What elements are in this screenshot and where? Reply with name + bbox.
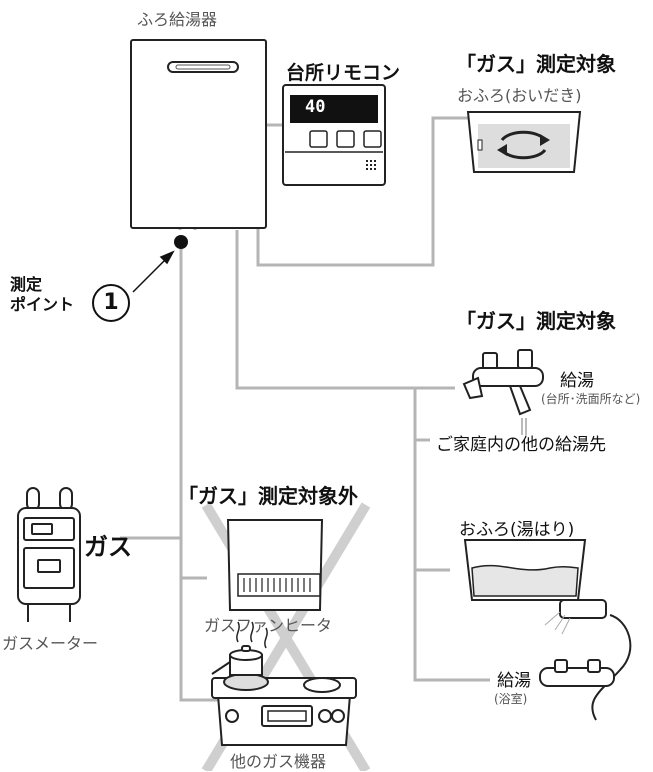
fan-heater-label: ガスファンヒータ (204, 616, 333, 635)
measurement-point-dot (174, 235, 188, 249)
measurement-point-line2: ポイント (10, 295, 75, 314)
measurement-point-label: 測定 ポイント (10, 275, 74, 315)
gas-meter-label: ガスメーター (2, 634, 99, 653)
gas-label: ガス (84, 533, 132, 561)
gas-non-target-heading: 「ガス」測定対象外 (178, 484, 358, 508)
hot-water-label-2: 給湯 (497, 671, 531, 691)
kitchen-faucet (462, 349, 544, 435)
measurement-point-number: 1 (92, 284, 130, 322)
remote-display-value: 40 (305, 97, 326, 117)
gas-target-heading-1: 「ガス」測定対象 (456, 52, 616, 76)
shower-faucet (539, 599, 632, 721)
water-heater-label: ふろ給湯器 (137, 10, 218, 29)
other-hot-water-label: ご家庭内の他の給湯先 (436, 435, 606, 455)
kitchen-remote (282, 84, 386, 186)
hot-water-sub-label-1: (台所･洗面所など) (541, 392, 641, 406)
gas-stove (211, 621, 357, 746)
gas-meter (17, 487, 81, 622)
hot-water-sub-label-2: (浴室) (494, 692, 528, 706)
bath-reheat-label: おふろ(おいだき) (457, 86, 582, 105)
bathtub-reheat (466, 111, 582, 173)
remote-label: 台所リモコン (286, 62, 401, 84)
bathtub-fill (463, 539, 587, 601)
hot-water-label-1: 給湯 (560, 371, 594, 391)
water-heater (130, 39, 267, 229)
gas-target-heading-2: 「ガス」測定対象 (456, 309, 616, 333)
measurement-arrow (132, 250, 175, 293)
bath-fill-label: おふろ(湯はり) (459, 520, 575, 540)
other-gas-appliances-label: 他のガス機器 (230, 752, 327, 771)
measurement-point-line1: 測定 (10, 275, 43, 294)
gas-fan-heater (226, 519, 324, 611)
